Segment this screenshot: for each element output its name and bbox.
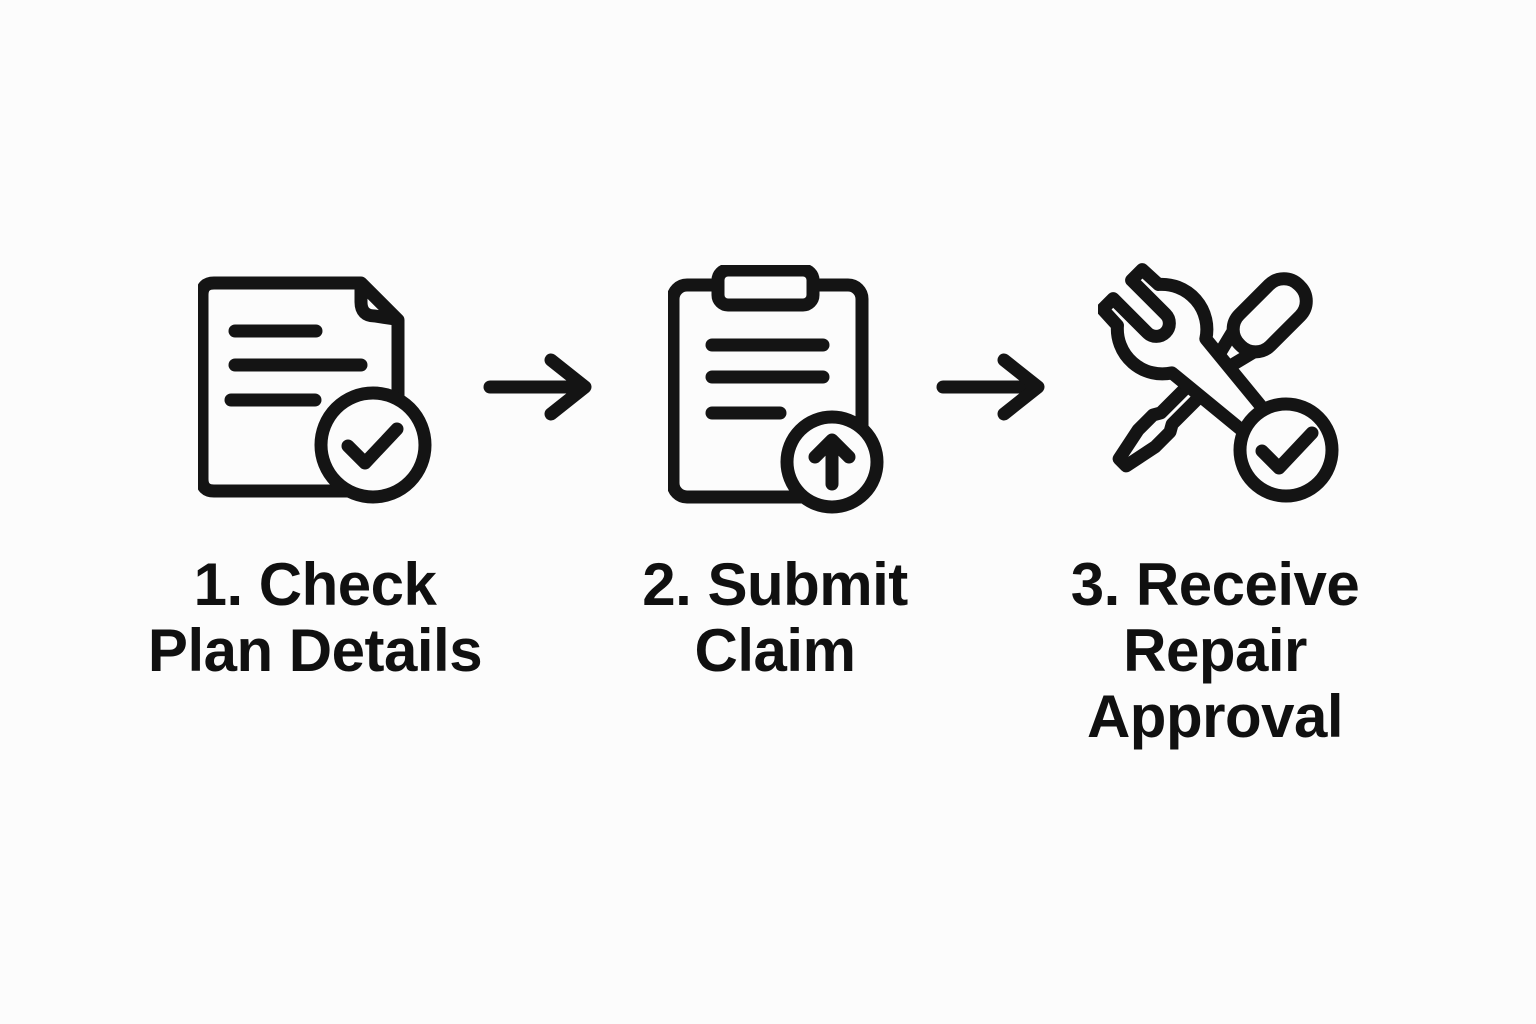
clipboard-upload-icon <box>668 265 884 514</box>
step-2-label: 2. Submit Claim <box>642 551 908 684</box>
check-badge-circle <box>1233 397 1339 503</box>
arrow-right-icon <box>483 353 592 421</box>
arrow-right-icon <box>936 353 1045 421</box>
step-1-label: 1. Check Plan Details <box>147 551 483 684</box>
arrow-head <box>997 353 1045 421</box>
screwdriver-handle <box>1226 272 1313 359</box>
clipboard-clip <box>711 265 820 312</box>
upload-arrow-head <box>808 433 856 464</box>
document-fold <box>354 277 402 326</box>
check-badge-circle <box>314 386 432 504</box>
step-3-label: 3. Receive Repair Approval <box>1070 551 1360 750</box>
document-check-icon <box>198 276 432 504</box>
arrow-head <box>544 353 592 421</box>
check-icon <box>341 422 404 470</box>
check-icon <box>1255 426 1319 475</box>
tools-check-icon <box>1098 263 1339 503</box>
